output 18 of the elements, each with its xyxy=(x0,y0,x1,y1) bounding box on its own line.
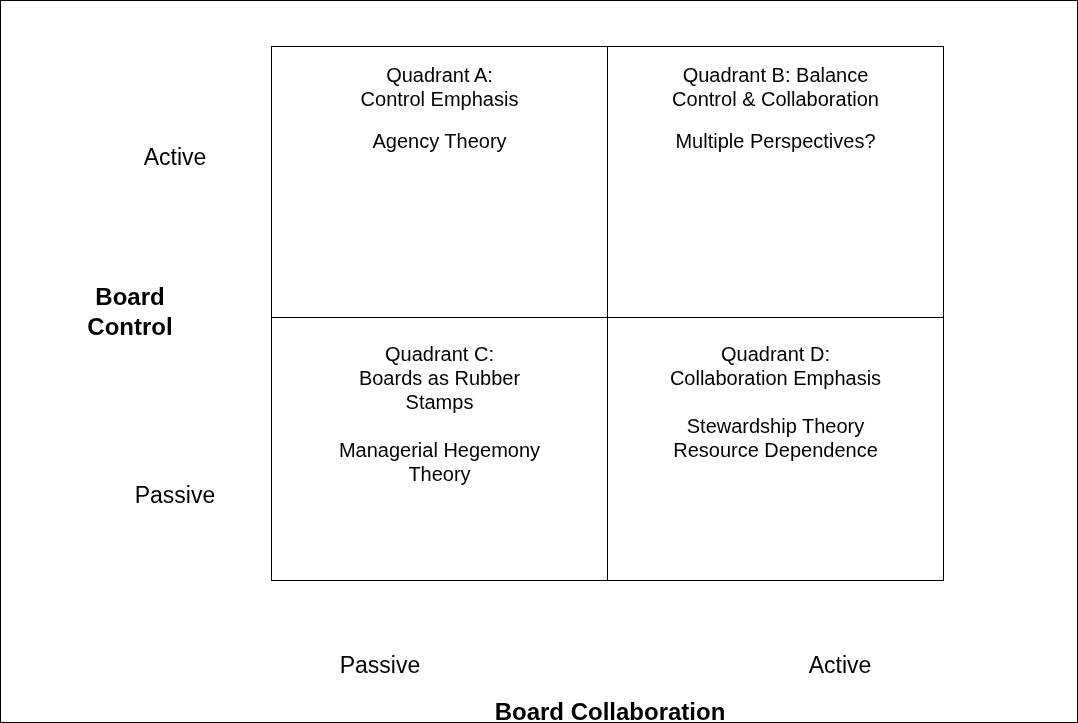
axis-title: Board Control xyxy=(86,282,174,342)
quadrant-heading: Quadrant C: Boards as Rubber Stamps xyxy=(357,342,522,414)
axis-title: Board Collaboration xyxy=(493,697,727,723)
theory-text: Stewardship Theory Resource Dependence xyxy=(672,414,879,462)
quadrant-box xyxy=(607,46,944,318)
quadrant-heading: Quadrant D: Collaboration Emphasis xyxy=(668,342,883,390)
theory-text: Agency Theory xyxy=(372,129,507,153)
theory-text: Multiple Perspectives? xyxy=(675,129,876,153)
theory-text: Managerial Hegemony Theory xyxy=(337,438,542,486)
quadrant-box xyxy=(271,46,608,318)
axis-level-label: Passive xyxy=(338,651,422,680)
quadrant-heading: Quadrant A: Control Emphasis xyxy=(359,63,520,111)
quadrant-heading: Quadrant B: Balance Control & Collaboration xyxy=(671,63,880,111)
axis-level-label: Active xyxy=(142,143,208,172)
quadrant-box xyxy=(607,317,944,581)
axis-level-label: Passive xyxy=(133,481,217,510)
axis-level-label: Active xyxy=(807,651,873,680)
quadrant-box xyxy=(271,317,608,581)
